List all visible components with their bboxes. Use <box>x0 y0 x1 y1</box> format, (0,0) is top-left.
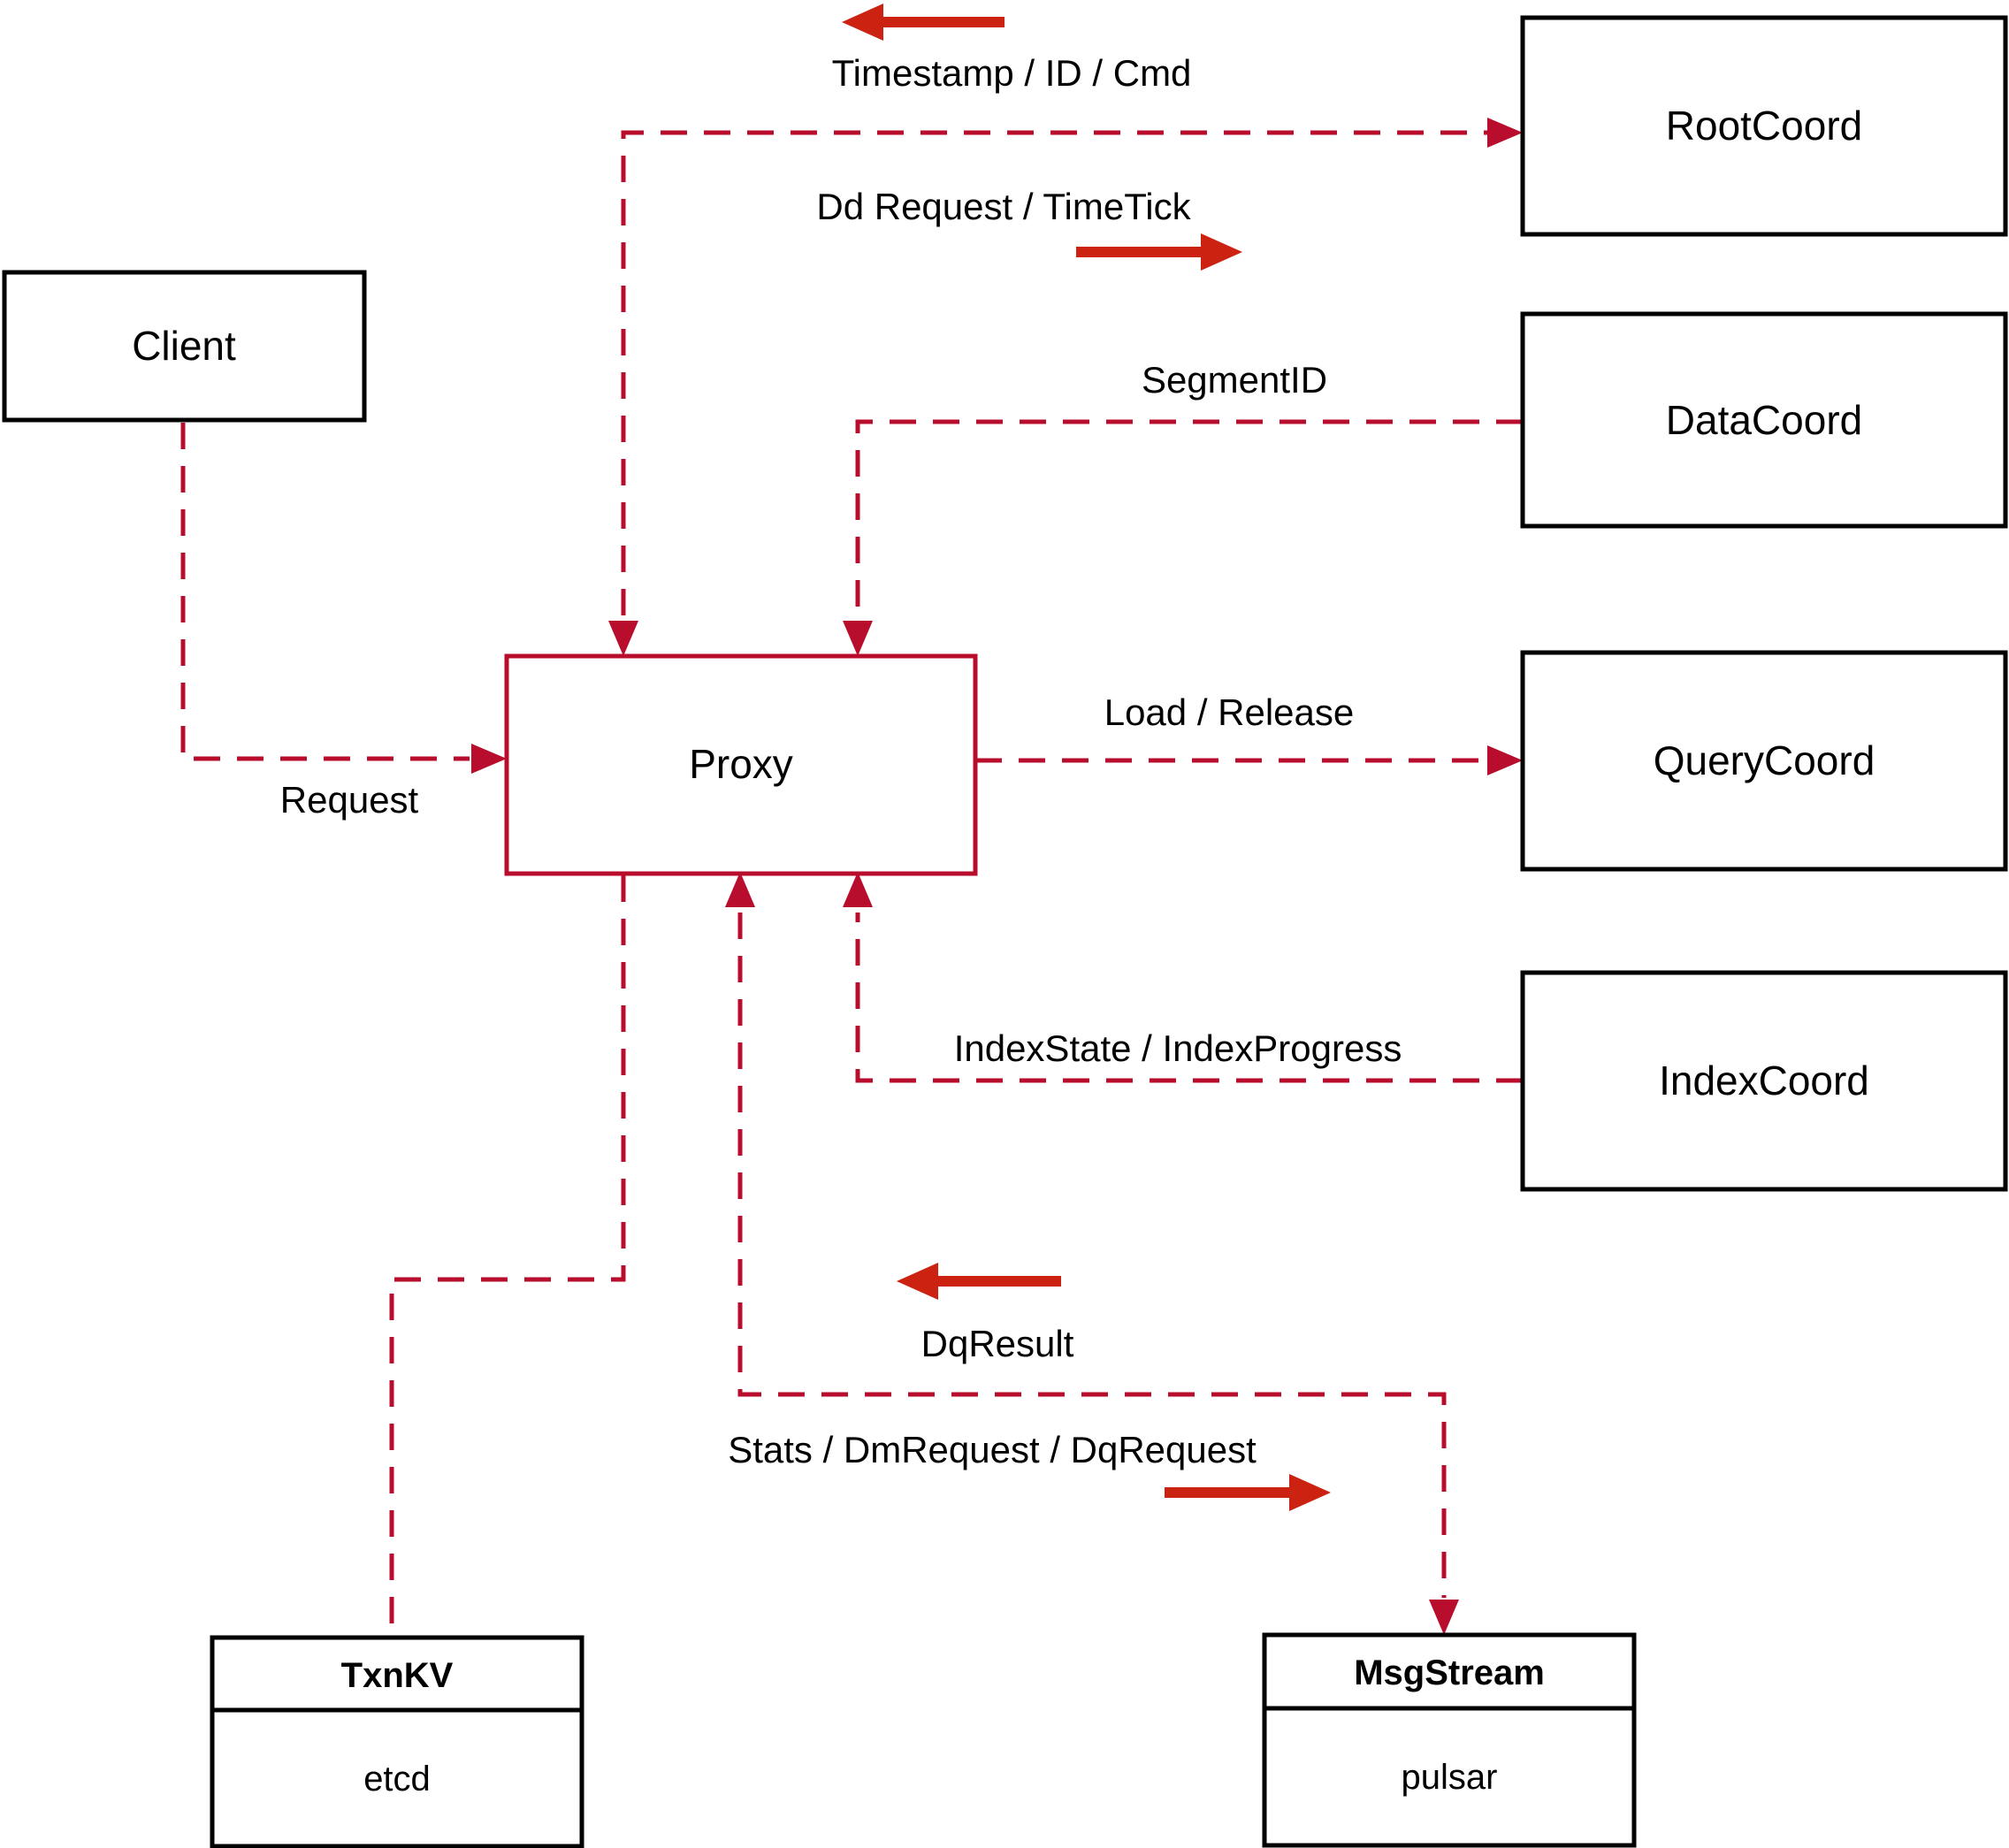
arrow-left-timestamp-icon <box>842 4 1004 41</box>
arrowhead-into-proxy-left-icon <box>471 744 507 774</box>
nodes: Client RootCoord DataCoord QueryCoord In… <box>2 15 2008 1848</box>
arrowhead-into-rootcoord-icon <box>1487 118 1523 148</box>
datacoord-label: DataCoord <box>1666 397 1862 443</box>
txnkv-node <box>210 1635 584 1848</box>
edge-labels: Timestamp / ID / Cmd Dd Request / TimeTi… <box>280 52 1402 1470</box>
indexcoord-node <box>1520 970 2008 1192</box>
arrowhead-into-proxy-top-left-icon <box>608 621 638 656</box>
arrow-right-ddrequest-icon <box>1076 233 1242 271</box>
edge-label-timestamp-id-cmd: Timestamp / ID / Cmd <box>832 52 1192 94</box>
querycoord-label: QueryCoord <box>1654 737 1875 783</box>
indexcoord-label: IndexCoord <box>1659 1058 1869 1103</box>
edge-label-indexstate-indexprogress: IndexState / IndexProgress <box>954 1027 1402 1069</box>
edge-proxy-txnkv <box>389 875 626 1636</box>
arrowhead-into-proxy-bottom-right-icon <box>843 872 873 907</box>
edge-proxy-msgstream <box>737 913 1447 1598</box>
edge-datacoord-proxy <box>855 419 1523 615</box>
client-label: Client <box>132 323 236 369</box>
arrowhead-into-proxy-bottom-mid-icon <box>725 872 755 907</box>
msgstream-title: MsgStream <box>1354 1653 1545 1692</box>
proxy-label: Proxy <box>689 741 793 787</box>
querycoord-node <box>1520 650 2008 872</box>
edges <box>180 130 1523 1636</box>
txnkv-subtitle: etcd <box>363 1760 431 1798</box>
arrow-left-dqresult-icon <box>897 1263 1061 1300</box>
edge-label-request: Request <box>280 779 419 821</box>
rootcoord-node <box>1520 15 2008 237</box>
msgstream-node <box>1262 1632 1637 1848</box>
arrow-right-stats-icon <box>1165 1474 1331 1511</box>
edge-label-load-release: Load / Release <box>1104 691 1355 733</box>
edge-client-proxy <box>180 423 470 761</box>
txnkv-title: TxnKV <box>341 1656 454 1695</box>
datacoord-node <box>1520 311 2008 529</box>
client-node <box>2 270 367 423</box>
edge-indexcoord-proxy <box>855 913 1523 1083</box>
edge-proxy-rootcoord <box>621 130 1487 615</box>
arrowhead-into-querycoord-icon <box>1487 745 1523 775</box>
edge-arrowheads <box>471 118 1523 1635</box>
edge-label-segment-id: SegmentID <box>1142 359 1327 401</box>
edge-label-stats-dmrequest-dqrequest: Stats / DmRequest / DqRequest <box>728 1429 1257 1470</box>
msgstream-subtitle: pulsar <box>1402 1758 1498 1797</box>
edge-label-dqresult: DqResult <box>921 1323 1074 1364</box>
proxy-node <box>504 653 978 876</box>
edge-label-dd-request-timetick: Dd Request / TimeTick <box>816 186 1191 227</box>
direction-arrows <box>842 4 1331 1511</box>
arrowhead-into-proxy-top-right-icon <box>843 621 873 656</box>
rootcoord-label: RootCoord <box>1666 103 1862 149</box>
arrowhead-into-msgstream-icon <box>1429 1600 1459 1635</box>
